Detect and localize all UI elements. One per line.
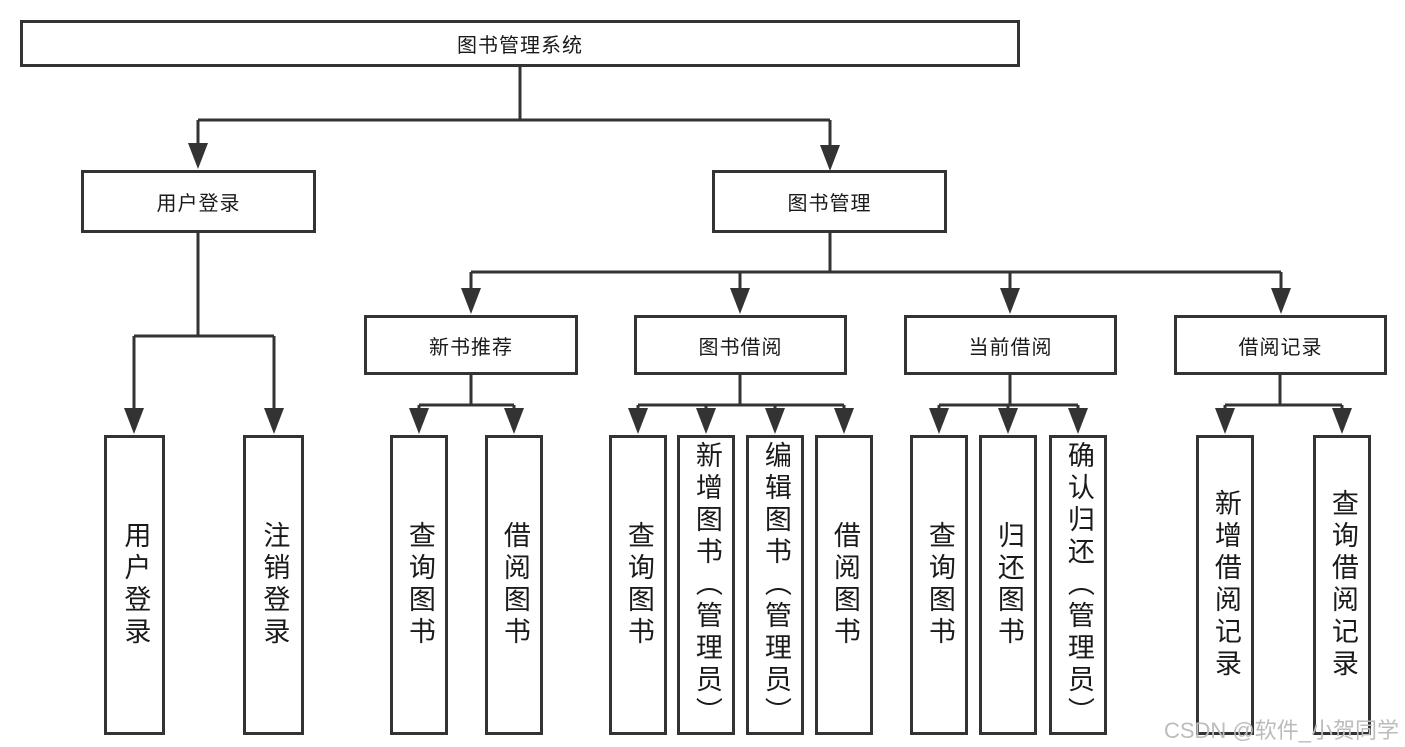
node-cb-return-books-label: 归还图书 (993, 521, 1024, 649)
node-nb-borrow-books-label: 借阅图书 (499, 521, 530, 649)
node-user-login-leaf-label: 用户登录 (120, 521, 151, 649)
node-rec-query-record-label: 查询借阅记录 (1327, 489, 1358, 681)
node-book-borrow-label: 图书借阅 (698, 336, 783, 359)
node-bb-add-books-admin: 新增图书（管理员） (677, 435, 735, 735)
node-bb-add-books-admin-label: 新增图书（管理员） (691, 441, 722, 729)
node-logout-leaf-label: 注销登录 (259, 521, 290, 649)
node-root: 图书管理系统 (20, 20, 1020, 67)
node-new-book-recommend-label: 新书推荐 (429, 336, 513, 359)
node-rec-query-record: 查询借阅记录 (1313, 435, 1371, 735)
node-bb-query-books-label: 查询图书 (623, 521, 654, 649)
node-user-login-branch-label: 用户登录 (156, 193, 241, 215)
node-cb-return-books: 归还图书 (979, 435, 1037, 735)
node-current-borrow: 当前借阅 (904, 315, 1117, 375)
node-book-management: 图书管理 (712, 170, 947, 233)
node-rec-add-record: 新增借阅记录 (1196, 435, 1254, 735)
node-borrow-records-label: 借阅记录 (1238, 336, 1323, 359)
node-nb-borrow-books: 借阅图书 (485, 435, 543, 735)
node-bb-borrow-books: 借阅图书 (815, 435, 873, 735)
node-bb-query-books: 查询图书 (609, 435, 667, 735)
node-user-login-leaf: 用户登录 (104, 435, 165, 735)
node-current-borrow-label: 当前借阅 (968, 336, 1053, 359)
node-user-login-branch: 用户登录 (81, 170, 316, 233)
node-bb-edit-books-admin-label: 编辑图书（管理员） (760, 441, 791, 729)
node-cb-confirm-return-admin-label: 确认归还（管理员） (1063, 441, 1094, 729)
node-new-book-recommend: 新书推荐 (364, 315, 578, 375)
node-book-borrow: 图书借阅 (634, 315, 847, 375)
node-bb-borrow-books-label: 借阅图书 (829, 521, 860, 649)
node-borrow-records: 借阅记录 (1174, 315, 1387, 375)
node-cb-confirm-return-admin: 确认归还（管理员） (1049, 435, 1107, 735)
arrowheads (124, 143, 1352, 434)
node-root-label: 图书管理系统 (457, 35, 583, 57)
watermark: CSDN @软件_小贺同学 (1163, 718, 1399, 743)
node-logout-leaf: 注销登录 (243, 435, 304, 735)
node-cb-query-books-label: 查询图书 (924, 521, 955, 649)
node-book-management-label: 图书管理 (787, 193, 872, 215)
node-cb-query-books: 查询图书 (910, 435, 968, 735)
node-bb-edit-books-admin: 编辑图书（管理员） (746, 435, 804, 735)
node-rec-add-record-label: 新增借阅记录 (1210, 489, 1241, 681)
node-nb-query-books-label: 查询图书 (404, 521, 435, 649)
node-nb-query-books: 查询图书 (390, 435, 448, 735)
